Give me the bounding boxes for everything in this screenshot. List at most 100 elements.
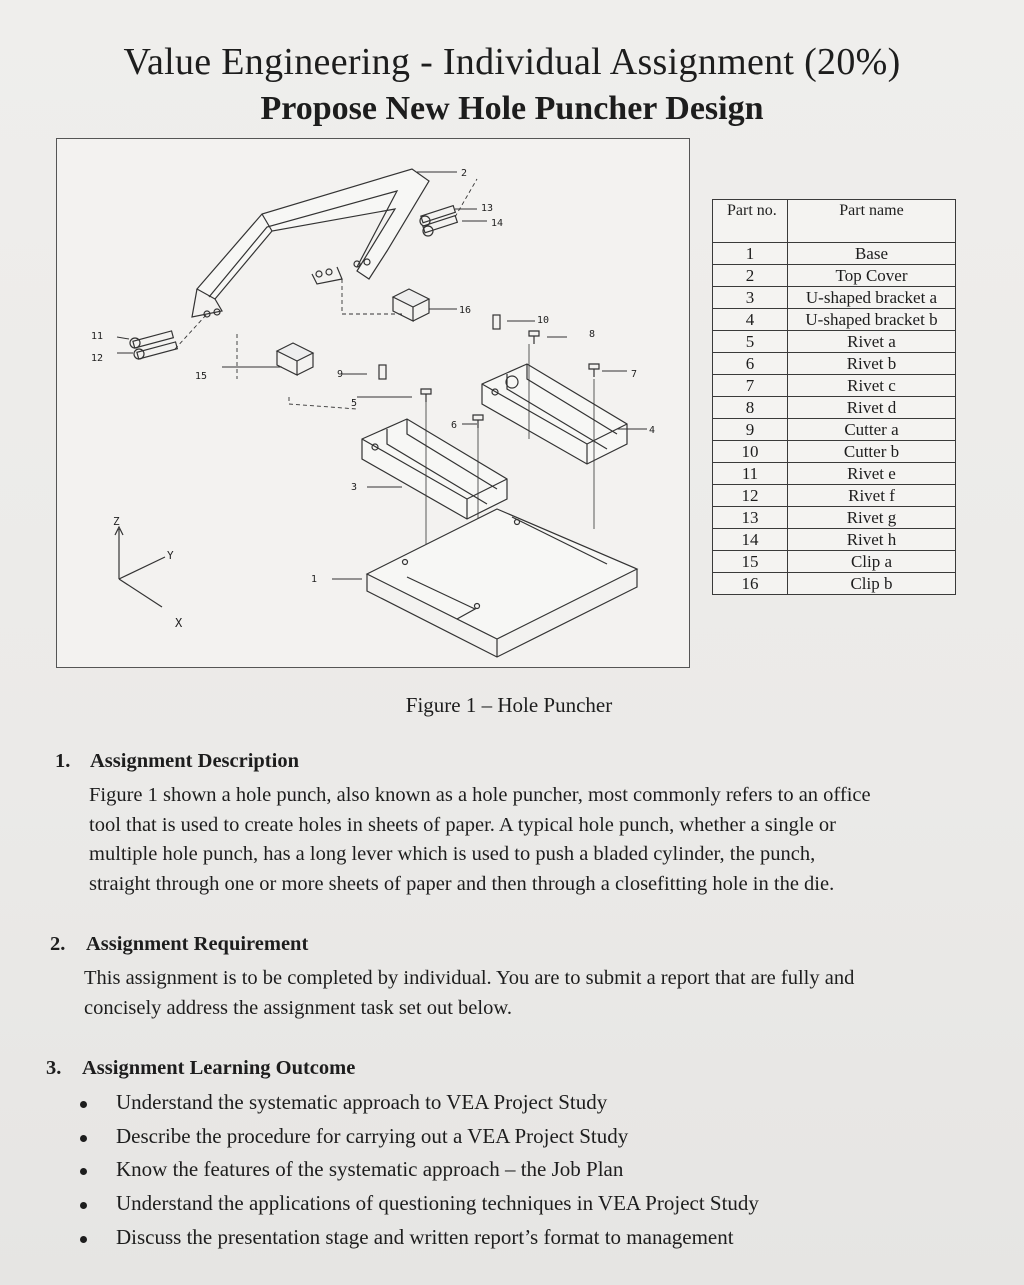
u-bracket-b-shape xyxy=(481,363,628,465)
bullet-icon xyxy=(80,1168,87,1175)
paragraph-line: This assignment is to be completed by in… xyxy=(84,967,855,989)
top-cover-shape xyxy=(191,168,430,318)
clip-b-shape xyxy=(391,288,431,322)
section-heading: Assignment Description xyxy=(90,750,299,772)
paragraph-line: concisely address the assignment task se… xyxy=(84,996,512,1019)
axes-triad xyxy=(114,525,166,608)
paragraph-line: multiple hole punch, has a long lever wh… xyxy=(89,843,816,865)
rivets-g-h xyxy=(419,204,459,237)
callout-15: 15 xyxy=(195,371,207,382)
parts-table-header: Part no. Part name xyxy=(712,199,956,243)
part-name: U-shaped bracket a xyxy=(787,286,956,309)
callout-14: 14 xyxy=(491,218,503,229)
bullet-icon xyxy=(80,1202,87,1209)
part-name: Rivet d xyxy=(787,396,956,419)
part-name: U-shaped bracket b xyxy=(787,308,956,331)
part-no: 13 xyxy=(712,506,788,529)
callout-2: 2 xyxy=(461,168,467,179)
part-no: 8 xyxy=(712,396,788,419)
part-name: Cutter a xyxy=(787,418,956,441)
section-number: 3. xyxy=(46,1057,62,1079)
list-item-text: Discuss the presentation stage and writt… xyxy=(116,1225,734,1249)
callout-16: 16 xyxy=(459,305,471,316)
list-item-text: Understand the applications of questioni… xyxy=(116,1191,759,1215)
rivets-e-f xyxy=(129,330,179,360)
part-name: Rivet a xyxy=(787,330,956,353)
callout-9: 9 xyxy=(337,369,343,380)
callout-6: 6 xyxy=(451,420,457,431)
figure-caption: Figure 1 – Hole Puncher xyxy=(405,693,613,717)
section-paragraph: This assignment is to be completed by in… xyxy=(84,964,964,1023)
part-no: 4 xyxy=(712,308,788,331)
part-no: 14 xyxy=(712,528,788,551)
part-no: 15 xyxy=(712,550,788,573)
list-item-text: Know the features of the systematic appr… xyxy=(116,1157,624,1181)
part-no: 7 xyxy=(712,374,788,397)
callout-7: 7 xyxy=(631,369,637,380)
cutters-rivets xyxy=(378,314,600,428)
part-name: Rivet h xyxy=(787,528,956,551)
part-no: 10 xyxy=(712,440,788,463)
paragraph-line: tool that is used to create holes in she… xyxy=(89,813,836,836)
header-part-no: Part no. xyxy=(712,199,788,243)
bullet-icon xyxy=(80,1101,87,1108)
bullet-icon xyxy=(80,1135,87,1142)
axis-x-label: X xyxy=(175,616,183,630)
part-name: Top Cover xyxy=(787,264,956,287)
section-number: 1. xyxy=(55,750,71,772)
page-title: Value Engineering - Individual Assignmen… xyxy=(123,41,901,83)
part-no: 6 xyxy=(712,352,788,375)
part-name: Base xyxy=(787,242,956,265)
clip-a-shape xyxy=(275,342,315,376)
list-item-text: Describe the procedure for carrying out … xyxy=(116,1124,629,1148)
section-paragraph: Figure 1 shown a hole punch, also known … xyxy=(89,781,961,899)
callout-5: 5 xyxy=(351,398,357,409)
exploded-view-drawing: 2 13 14 16 10 8 7 4 9 5 6 3 1 15 11 12 Z… xyxy=(91,168,655,658)
assembly-lines xyxy=(174,178,478,410)
callout-13: 13 xyxy=(481,203,493,214)
part-no: 5 xyxy=(712,330,788,353)
section-heading: Assignment Requirement xyxy=(86,933,309,955)
callout-12: 12 xyxy=(91,353,103,364)
base-shape xyxy=(365,508,639,658)
paragraph-line: straight through one or more sheets of p… xyxy=(89,872,835,895)
part-no: 12 xyxy=(712,484,788,507)
part-name: Rivet b xyxy=(787,352,956,375)
section-heading: Assignment Learning Outcome xyxy=(82,1057,356,1079)
callout-arrows xyxy=(116,171,647,580)
part-no: 3 xyxy=(712,286,788,309)
part-no: 2 xyxy=(712,264,788,287)
part-no: 1 xyxy=(712,242,788,265)
part-name: Rivet e xyxy=(787,462,956,485)
axis-y-label: Y xyxy=(167,549,174,562)
part-name: Clip b xyxy=(787,572,956,595)
callout-10: 10 xyxy=(537,315,549,326)
part-name: Rivet g xyxy=(787,506,956,529)
bullet-icon xyxy=(80,1236,87,1243)
section-number: 2. xyxy=(50,933,66,955)
callout-4: 4 xyxy=(649,425,655,436)
part-name: Cutter b xyxy=(787,440,956,463)
list-item-text: Understand the systematic approach to VE… xyxy=(116,1090,608,1114)
part-no: 11 xyxy=(712,462,788,485)
part-name: Clip a xyxy=(787,550,956,573)
part-name: Rivet f xyxy=(787,484,956,507)
callout-8: 8 xyxy=(589,329,595,340)
page-subtitle: Propose New Hole Puncher Design xyxy=(260,90,764,127)
